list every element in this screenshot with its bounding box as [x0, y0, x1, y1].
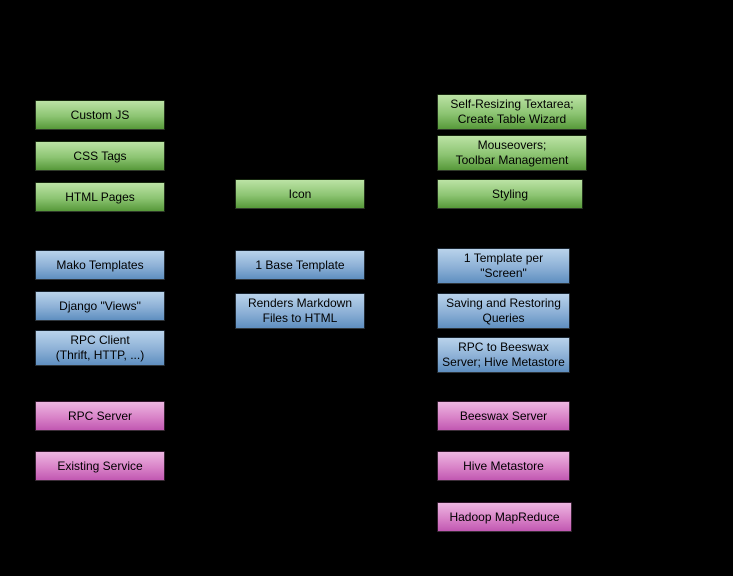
- box-renders-markdown: Renders Markdown Files to HTML: [235, 293, 365, 329]
- box-mouseovers-toolbar: Mouseovers; Toolbar Management: [437, 135, 587, 171]
- box-icon: Icon: [235, 179, 365, 209]
- box-beeswax-server: Beeswax Server: [437, 401, 570, 431]
- box-rpc-client: RPC Client (Thrift, HTTP, ...): [35, 330, 165, 366]
- box-django-views: Django "Views": [35, 291, 165, 321]
- box-custom-js: Custom JS: [35, 100, 165, 130]
- box-mako-templates: Mako Templates: [35, 250, 165, 280]
- box-rpc-to-beeswax: RPC to Beeswax Server; Hive Metastore: [437, 337, 570, 373]
- box-existing-service: Existing Service: [35, 451, 165, 481]
- box-rpc-server: RPC Server: [35, 401, 165, 431]
- box-template-per-screen: 1 Template per "Screen": [437, 248, 570, 284]
- box-base-template: 1 Base Template: [235, 250, 365, 280]
- box-html-pages: HTML Pages: [35, 182, 165, 212]
- box-hive-metastore: Hive Metastore: [437, 451, 570, 481]
- box-self-resizing-textarea: Self-Resizing Textarea; Create Table Wiz…: [437, 94, 587, 130]
- box-saving-restoring-queries: Saving and Restoring Queries: [437, 293, 570, 329]
- box-css-tags: CSS Tags: [35, 141, 165, 171]
- box-styling: Styling: [437, 179, 583, 209]
- box-hadoop-mapreduce: Hadoop MapReduce: [437, 502, 572, 532]
